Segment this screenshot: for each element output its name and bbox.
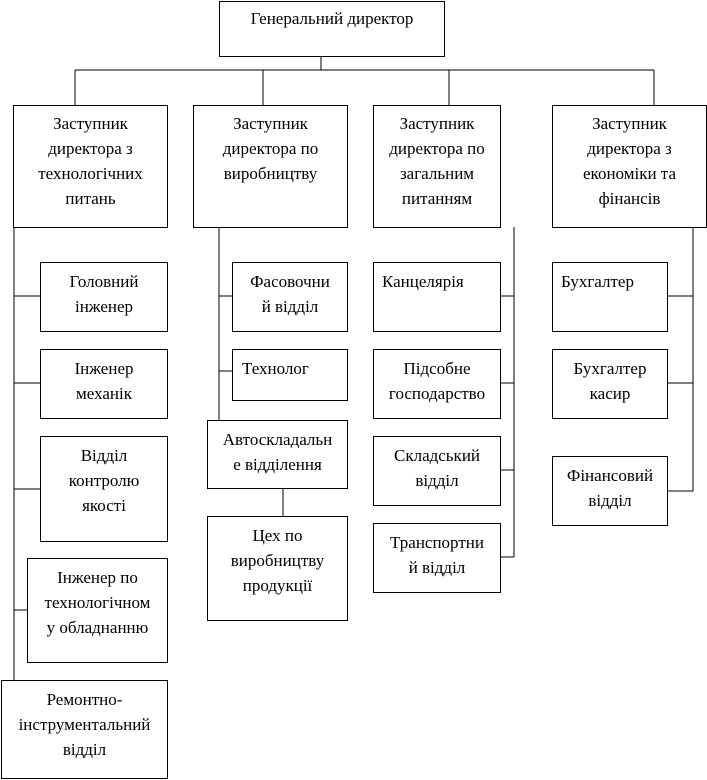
general-director-box: Генеральний директор bbox=[219, 1, 445, 57]
packing-department-box: Фасовочни й відділ bbox=[232, 262, 348, 332]
deputy-production-box: Заступник директора по виробництву bbox=[193, 105, 348, 228]
equipment-engineer-box: Інженер по технологічном у обладнанню bbox=[27, 558, 168, 663]
repair-tools-box: Ремонтно- інструментальний відділ bbox=[1, 680, 168, 779]
accountant-cashier-box: Бухгалтер касир bbox=[552, 349, 668, 419]
financial-department-box: Фінансовий відділ bbox=[552, 456, 668, 526]
transport-department-box: Транспортни й відділ bbox=[373, 523, 501, 593]
auto-assembly-box: Автоскладальн е відділення bbox=[207, 420, 348, 489]
chief-engineer-box: Головний інженер bbox=[40, 262, 168, 332]
production-shop-box: Цех по виробництву продукції bbox=[207, 516, 348, 621]
auxiliary-farm-box: Підсобне господарство bbox=[373, 349, 501, 419]
deputy-general-box: Заступник директора по загальним питання… bbox=[373, 105, 501, 228]
accountant-box: Бухгалтер bbox=[552, 262, 668, 332]
deputy-tech-box: Заступник директора з технологічних пита… bbox=[13, 105, 168, 228]
mechanical-engineer-box: Інженер механік bbox=[40, 349, 168, 419]
technologist-box: Технолог bbox=[232, 349, 348, 401]
deputy-finance-box: Заступник директора з економіки та фінан… bbox=[552, 105, 707, 228]
warehouse-department-box: Складський відділ bbox=[373, 436, 501, 506]
quality-control-box: Відділ контролю якості bbox=[40, 436, 168, 542]
chancellery-box: Канцелярія bbox=[373, 262, 501, 332]
